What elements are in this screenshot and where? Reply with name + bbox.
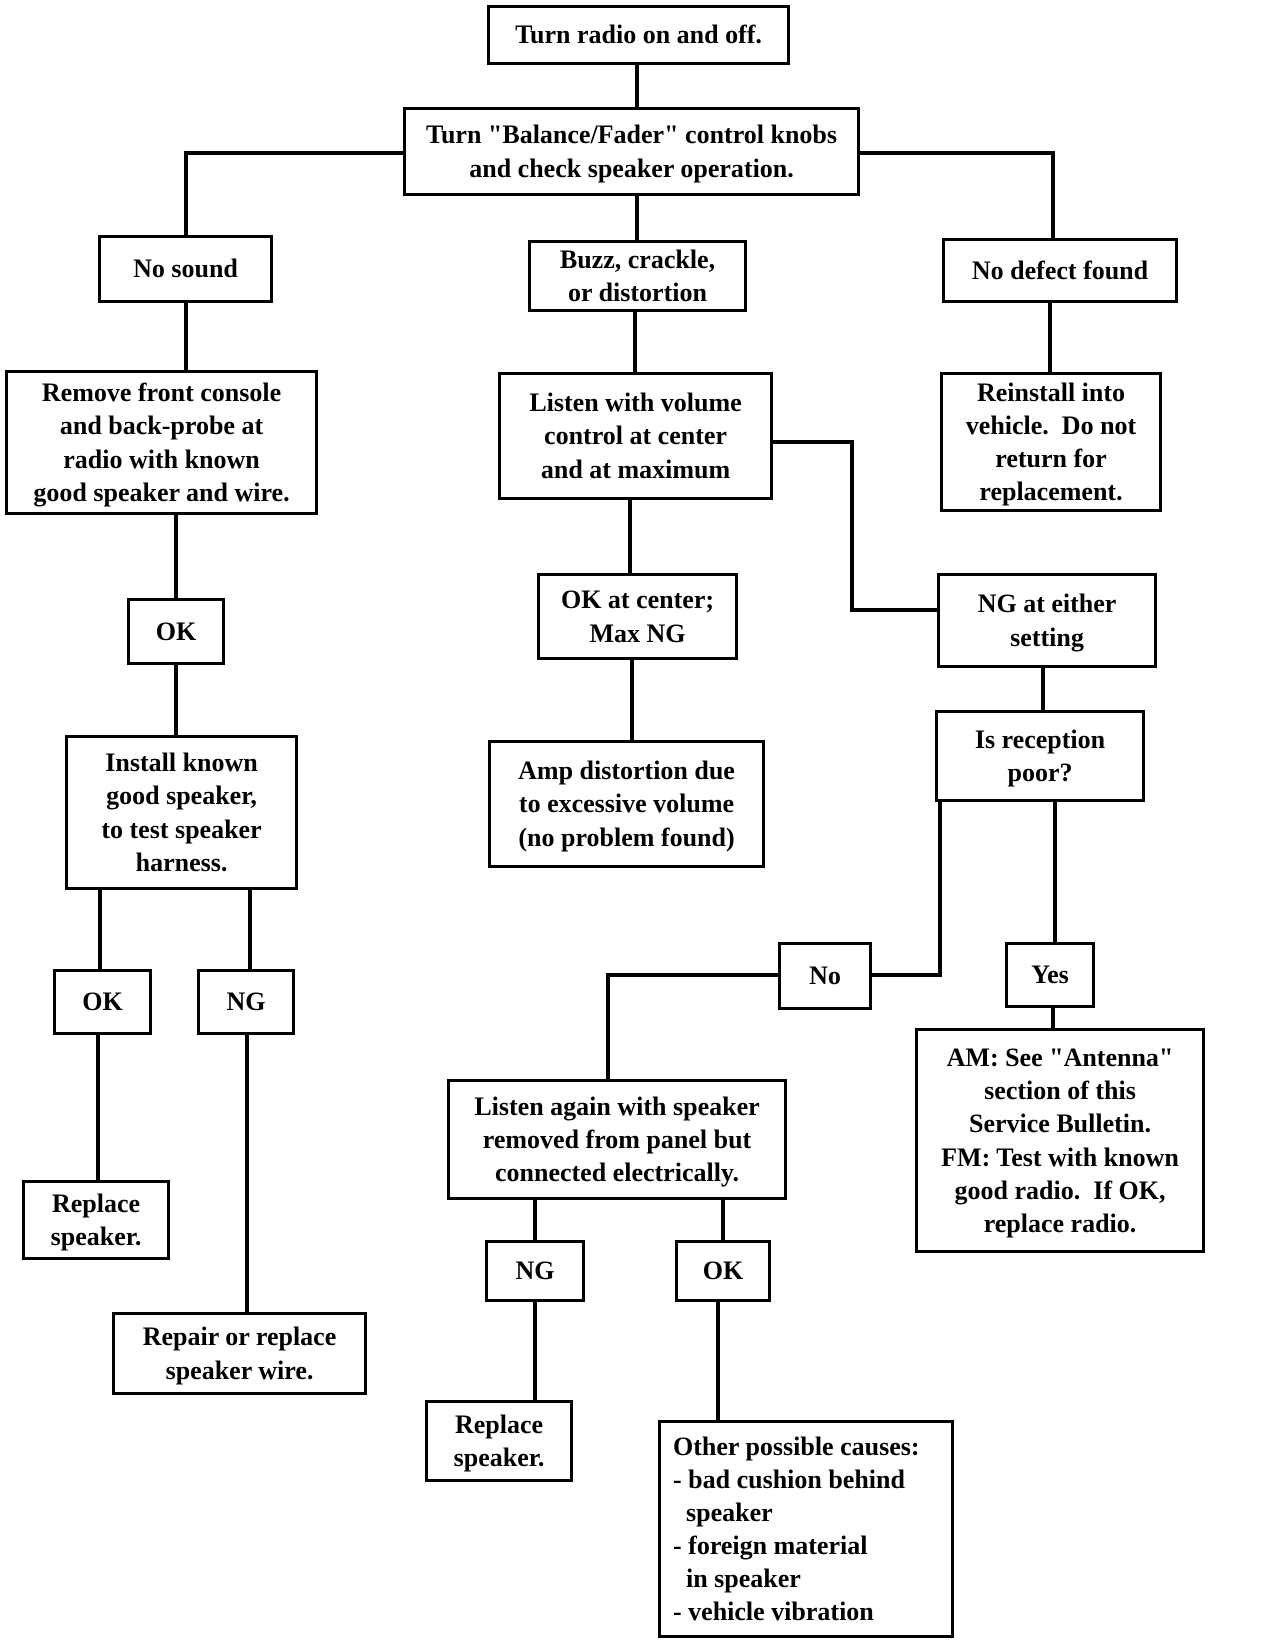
node-text-line: good speaker, xyxy=(106,781,257,811)
node-reception-poor: Is reception poor? xyxy=(935,710,1145,802)
edge-balance-fader-to-no-sound xyxy=(184,151,403,235)
node-text-line: and back-probe at xyxy=(59,411,264,441)
node-text-line: replace radio. xyxy=(983,1208,1137,1238)
node-text-line: No xyxy=(809,961,841,991)
node-text-line: harness. xyxy=(135,847,228,877)
node-text-line: AM: See "Antenna" xyxy=(946,1043,1174,1073)
node-text-line: to test speaker xyxy=(101,814,262,844)
node-text-line: - foreign material xyxy=(673,1531,868,1560)
node-text-line: speaker. xyxy=(50,1222,142,1251)
node-text-line: FM: Test with known xyxy=(941,1142,1179,1172)
node-text-line: Install known xyxy=(105,748,258,778)
node-other-causes: Other possible causes:- bad cushion behi… xyxy=(658,1420,954,1638)
node-replace-speaker-1: Replace speaker. xyxy=(22,1180,170,1260)
node-text-line: Is reception xyxy=(974,724,1106,754)
node-text-line: NG xyxy=(226,987,266,1017)
node-text-line: Max NG xyxy=(589,618,686,648)
node-text-line: - vehicle vibration xyxy=(673,1597,874,1627)
node-text-line: section of this xyxy=(984,1076,1136,1106)
node-text-line: control at center xyxy=(544,421,727,451)
node-replace-speaker-2: Replace speaker. xyxy=(425,1400,573,1482)
node-ok-center-max-ng: OK at center;Max NG xyxy=(537,573,738,660)
node-text-line: and check speaker operation. xyxy=(469,153,794,183)
node-ng-1: NG xyxy=(197,969,295,1035)
node-text-line: Reinstall into xyxy=(976,377,1126,407)
node-text-line: good radio. If OK, xyxy=(954,1175,1166,1205)
node-ok-2: OK xyxy=(53,969,152,1035)
node-ng-2: NG xyxy=(485,1240,585,1302)
node-text-line: speaker wire. xyxy=(165,1355,314,1385)
node-text-line: setting xyxy=(1010,622,1084,652)
node-text-line: to excessive volume xyxy=(518,789,735,819)
node-text-line: Replace xyxy=(454,1409,544,1439)
node-text-line: return for xyxy=(995,444,1107,473)
node-text-line: Other possible causes: xyxy=(673,1431,920,1461)
node-text-line: connected electrically. xyxy=(494,1158,740,1187)
node-text-line: radio with known xyxy=(63,444,260,474)
node-text-line: No defect found xyxy=(971,255,1149,285)
node-text-line: OK xyxy=(702,1256,744,1286)
node-text-line: NG at either xyxy=(977,589,1117,619)
node-text-line: Turn "Balance/Fader" control knobs xyxy=(426,120,837,150)
node-text-line: Service Bulletin. xyxy=(969,1109,1151,1139)
node-ok-1: OK xyxy=(127,598,225,665)
node-text-line: OK at center; xyxy=(560,585,715,615)
node-text-line: Amp distortion due xyxy=(518,756,735,786)
node-text-line: vehicle. Do not xyxy=(965,410,1137,440)
edge-reception-poor-to-no xyxy=(872,802,942,977)
edge-no-to-listen-again xyxy=(606,973,778,1079)
node-text-line: poor? xyxy=(1007,758,1073,787)
node-text-line: or distortion xyxy=(568,278,707,307)
node-text-line: Listen again with speaker xyxy=(474,1091,760,1121)
node-text-line: Buzz, crackle, xyxy=(559,244,716,274)
node-text-line: NG xyxy=(515,1256,555,1286)
node-turn-radio: Turn radio on and off. xyxy=(487,5,790,65)
node-text-line: Repair or replace xyxy=(142,1322,337,1352)
node-no-sound: No sound xyxy=(98,235,273,303)
node-text-line: good speaker and wire. xyxy=(33,477,290,507)
node-text-line: replacement. xyxy=(979,477,1123,507)
node-text-line: Replace xyxy=(51,1188,141,1218)
node-text-line: Remove front console xyxy=(41,378,282,408)
node-yes: Yes xyxy=(1005,942,1095,1008)
node-text-line: Listen with volume xyxy=(529,388,742,418)
node-text-line: (no problem found) xyxy=(518,822,735,852)
node-text-line: speaker xyxy=(673,1497,773,1527)
node-text-line: and at maximum xyxy=(540,454,731,484)
node-no-defect: No defect found xyxy=(942,238,1178,303)
node-text-line: - bad cushion behind xyxy=(673,1464,905,1494)
edge-balance-fader-to-no-defect xyxy=(860,151,1055,238)
node-text-line: Turn radio on and off. xyxy=(515,20,762,50)
node-text-line: Yes xyxy=(1031,960,1069,990)
edge-listen-volume-to-ng-either xyxy=(773,440,937,612)
node-buzz-crackle: Buzz, crackle, or distortion xyxy=(528,240,747,312)
node-no: No xyxy=(778,942,872,1010)
node-text-line: No sound xyxy=(133,254,238,284)
node-text-line: OK xyxy=(155,616,197,646)
node-ok-3: OK xyxy=(675,1240,771,1302)
node-text-line: OK xyxy=(82,987,123,1017)
node-text-line: in speaker xyxy=(673,1564,801,1594)
node-text-line: speaker. xyxy=(453,1443,545,1472)
node-text-line: removed from panel but xyxy=(482,1124,752,1154)
